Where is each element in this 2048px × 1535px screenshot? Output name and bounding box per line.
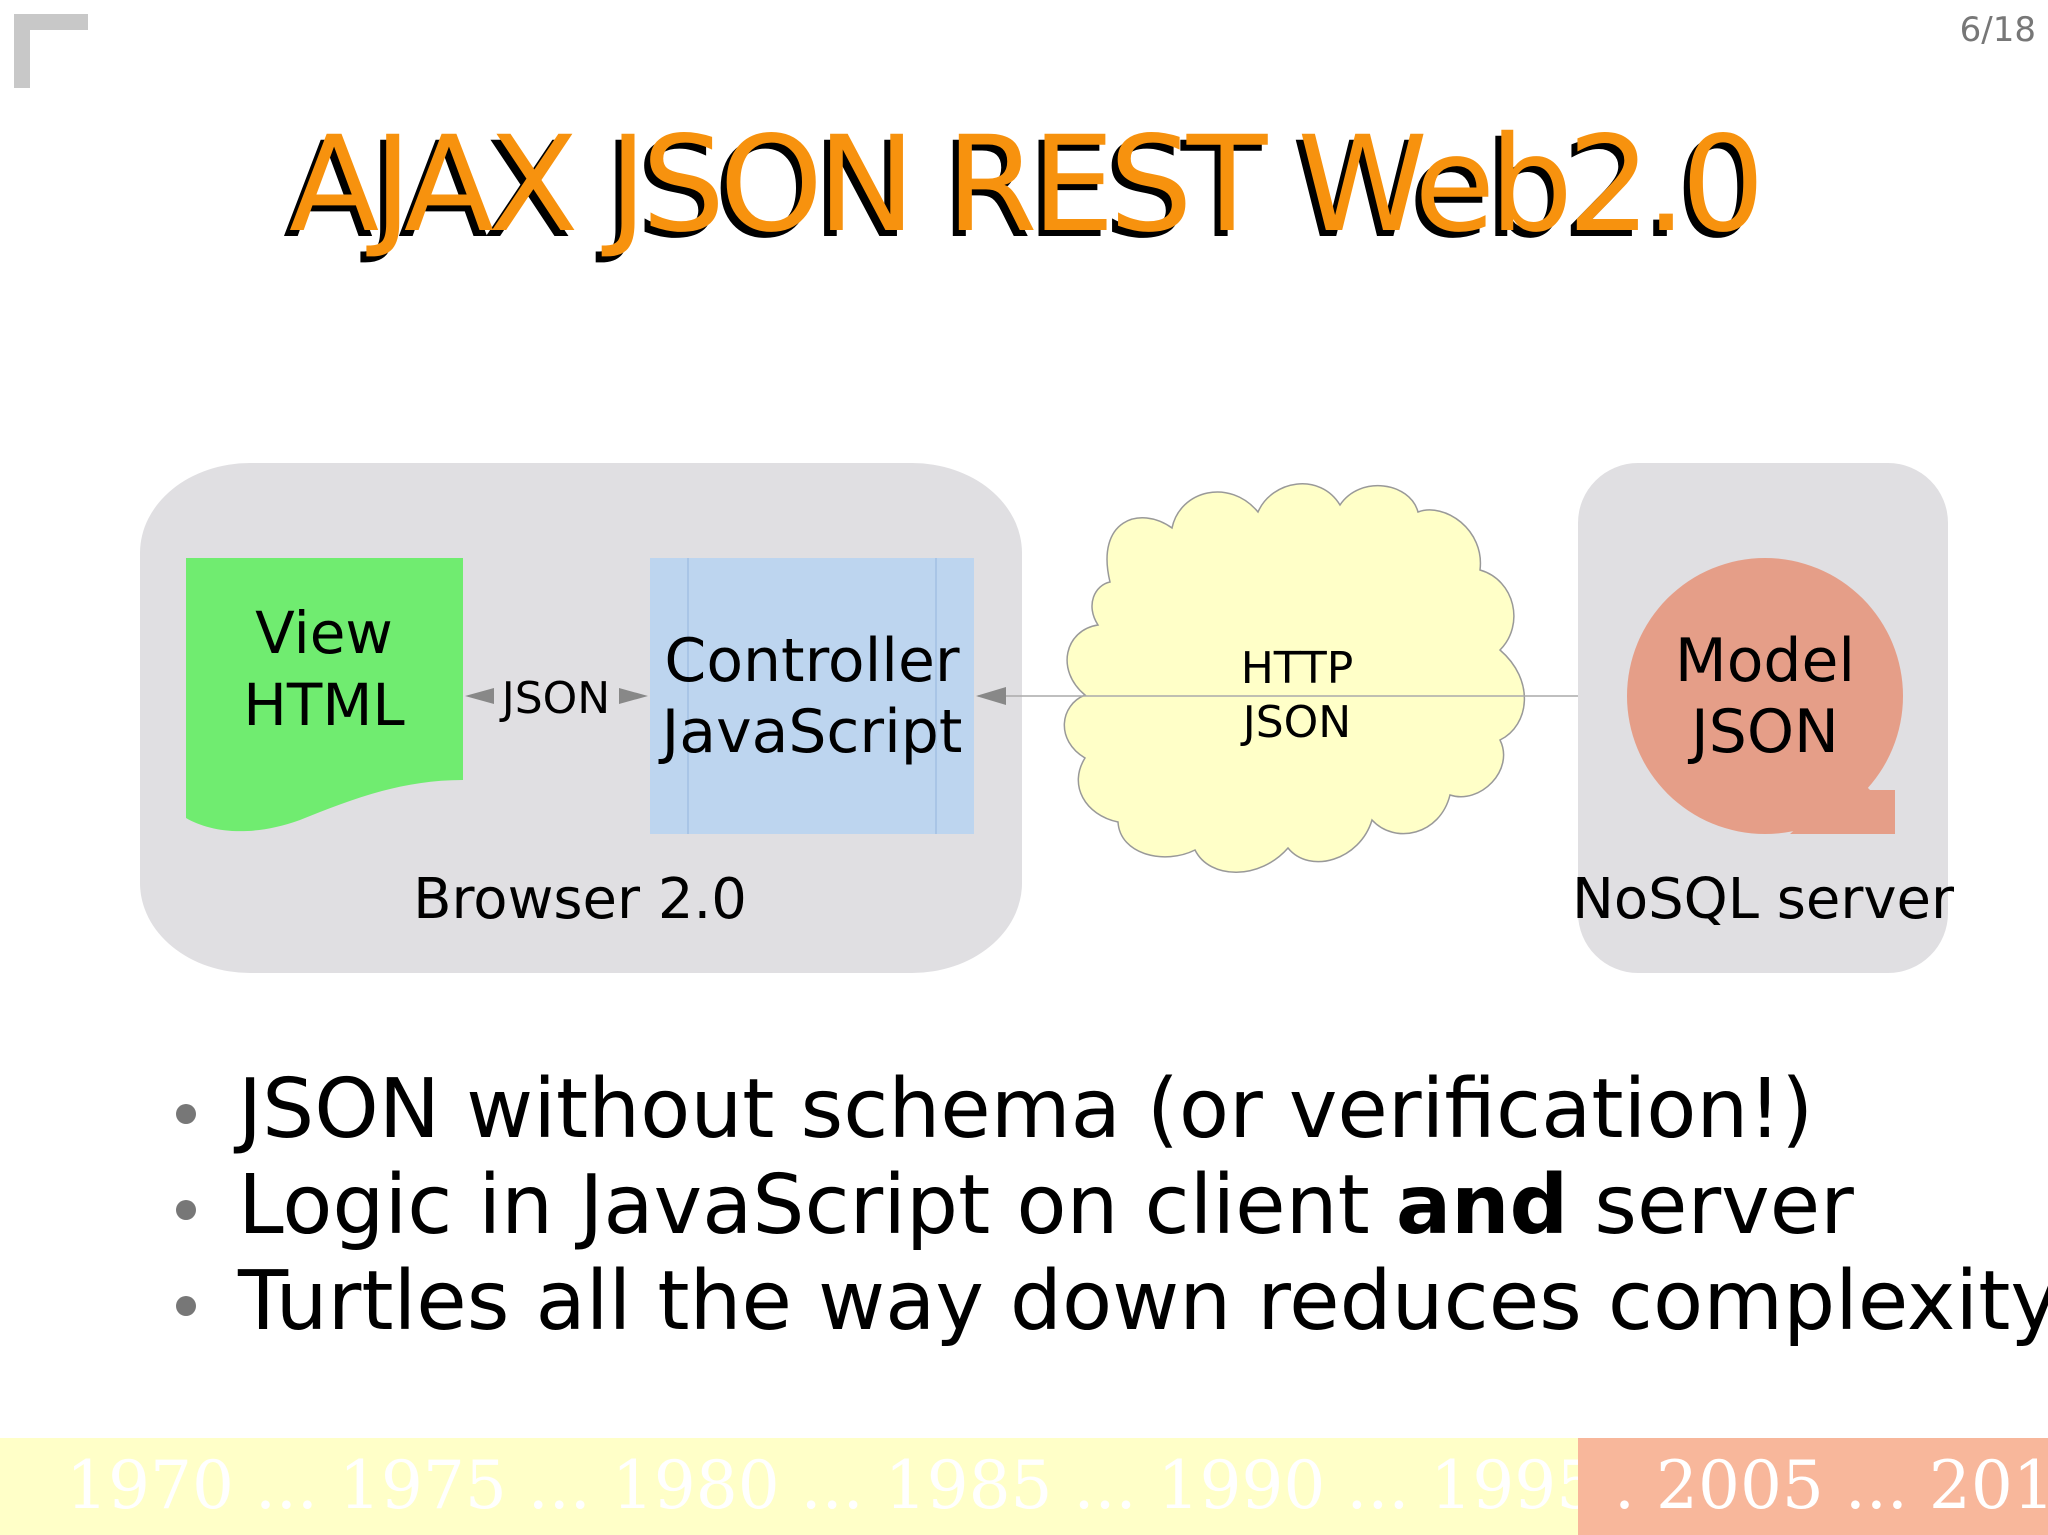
controller-label-line1: Controller	[664, 626, 959, 696]
server-group-label: NoSQL server	[1572, 867, 1955, 932]
bullet-item: Turtles all the way down reduces complex…	[168, 1254, 2048, 1350]
bullet-text: Turtles all the way down reduces complex…	[238, 1254, 2048, 1349]
bullet-text-bold: and	[1395, 1158, 1569, 1253]
model-label-line2: JSON	[1687, 697, 1839, 767]
bullet-list: JSON without schema (or verification!) L…	[168, 1062, 2048, 1350]
network-cloud: HTTP JSON	[1063, 483, 1526, 873]
bullet-item: JSON without schema (or verification!)	[168, 1062, 2048, 1158]
bullet-dot-icon	[176, 1200, 196, 1220]
model-data-shape: Model JSON	[1627, 558, 1903, 834]
timeline-bar: 1970 ... 1975 ... 1980 ... 1985 ... 1990…	[0, 1438, 2048, 1535]
bullet-text-before: Logic in JavaScript on client	[238, 1158, 1396, 1253]
cloud-label-line2: JSON	[1240, 697, 1351, 748]
view-label-line1: View	[255, 599, 393, 667]
controller-label-line2: JavaScript	[658, 697, 963, 767]
bullet-item: Logic in JavaScript on client and server	[168, 1158, 2048, 1254]
timeline-current-label: . 2005 ... 2010	[1614, 1447, 2048, 1524]
view-label-line2: HTML	[243, 671, 404, 739]
timeline-past-label: 1970 ... 1975 ... 1980 ... 1985 ... 1990…	[66, 1447, 1578, 1524]
bullet-text: JSON without schema (or verification!)	[238, 1062, 1814, 1157]
corner-bracket-icon	[14, 14, 88, 88]
browser-group-label: Browser 2.0	[413, 867, 747, 932]
bullet-dot-icon	[176, 1296, 196, 1316]
bullet-dot-icon	[176, 1104, 196, 1124]
view-controller-link-label: JSON	[499, 673, 610, 724]
page-number: 6/18	[1959, 10, 2036, 50]
view-document-shape: View HTML	[186, 558, 463, 832]
timeline-current: . 2005 ... 2010	[1578, 1438, 2048, 1535]
timeline-past: 1970 ... 1975 ... 1980 ... 1985 ... 1990…	[0, 1438, 1578, 1535]
bullet-text-after: server	[1568, 1158, 1854, 1253]
cloud-label-line1: HTTP	[1241, 643, 1354, 694]
slide-title: AJAX JSON REST Web2.0	[288, 108, 1765, 262]
view-controller-connector: JSON	[465, 673, 648, 724]
controller-box: Controller JavaScript	[650, 558, 974, 834]
model-label-line1: Model	[1675, 626, 1855, 696]
